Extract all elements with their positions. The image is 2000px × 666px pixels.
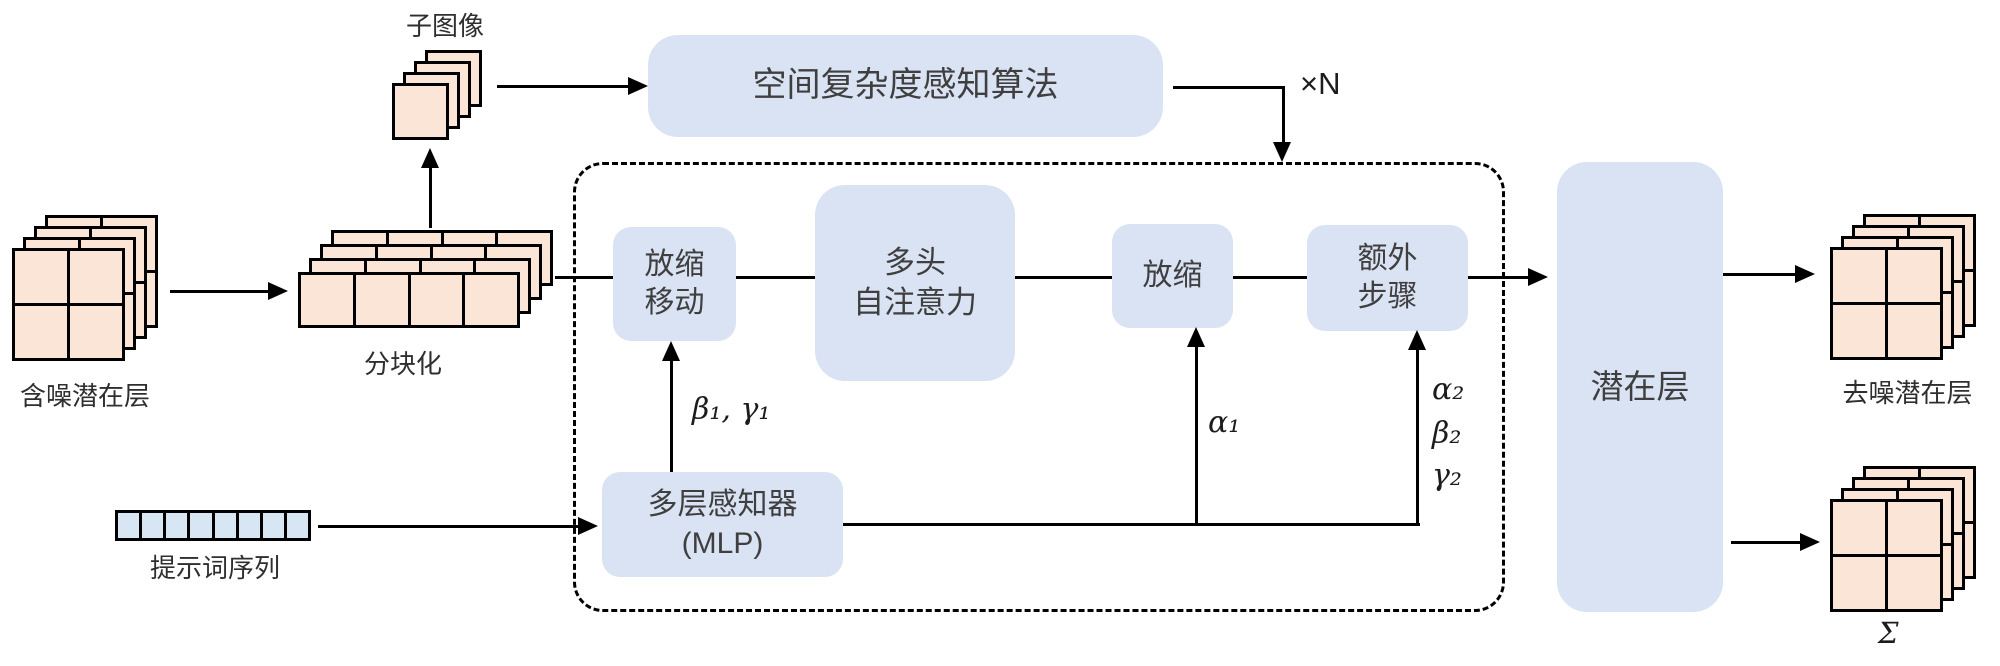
arrowhead-right-icon bbox=[1795, 265, 1815, 283]
arrow-algorithm-to-block-h bbox=[1173, 86, 1285, 89]
alpha1-label: α₁ bbox=[1208, 405, 1241, 440]
gamma2-label: γ₂ bbox=[1432, 458, 1462, 493]
arrow-prompt-to-mlp bbox=[318, 525, 578, 528]
line-patchify-to-scaleshift bbox=[555, 276, 613, 279]
arrowhead-right-icon bbox=[1800, 533, 1820, 551]
arrow-noisy-to-patchify bbox=[170, 290, 268, 293]
arrow-extra-to-latent bbox=[1468, 276, 1530, 279]
arrowhead-right-icon bbox=[578, 517, 598, 535]
line-mhsa-to-scale bbox=[1015, 276, 1112, 279]
arrow-mlp-to-extra bbox=[1416, 348, 1419, 525]
prompt-sequence-label: 提示词序列 bbox=[149, 553, 280, 583]
line-scaleshift-to-mhsa bbox=[736, 276, 815, 279]
box-latent-layer: 潜在层 bbox=[1557, 162, 1723, 612]
arrow-subimage-to-algorithm bbox=[497, 85, 628, 88]
box-multi-head-self-attention: 多头 自注意力 bbox=[815, 185, 1015, 381]
transformer-block-dashed-border bbox=[573, 162, 1505, 612]
box-scale-shift: 放缩 移动 bbox=[613, 227, 736, 341]
prompt-token-sequence bbox=[115, 510, 311, 541]
arrow-mlp-to-scaleshift bbox=[670, 359, 673, 472]
arrowhead-right-icon bbox=[628, 77, 648, 95]
arrowhead-up-icon bbox=[1408, 330, 1426, 350]
box-mlp: 多层感知器 (MLP) bbox=[602, 472, 843, 577]
arrowhead-right-icon bbox=[268, 282, 288, 300]
line-mlp-output bbox=[843, 523, 1420, 526]
denoised-latent-layer bbox=[1830, 247, 1943, 360]
line-scale-to-extra bbox=[1233, 276, 1307, 279]
beta1-gamma1-label: β₁, γ₁ bbox=[692, 392, 771, 427]
sub-image-label: 子图像 bbox=[405, 11, 484, 41]
arrow-mlp-to-scale bbox=[1195, 345, 1198, 525]
alpha2-label: α₂ bbox=[1432, 372, 1465, 407]
box-spatial-complexity-algorithm: 空间复杂度感知算法 bbox=[648, 35, 1163, 137]
box-extra-steps: 额外 步骤 bbox=[1307, 225, 1468, 331]
loop-count-label: ×N bbox=[1300, 66, 1341, 101]
arrow-algorithm-to-block-v bbox=[1282, 86, 1285, 142]
denoised-latent-label: 去噪潜在层 bbox=[1842, 378, 1973, 408]
arrow-patchify-to-subimage bbox=[429, 166, 432, 228]
arrowhead-right-icon bbox=[1528, 268, 1548, 286]
arrow-latent-to-sigma bbox=[1731, 541, 1800, 544]
noisy-latent-layer bbox=[12, 248, 125, 361]
box-scale: 放缩 bbox=[1112, 224, 1233, 328]
arrowhead-down-icon bbox=[1273, 142, 1291, 162]
arrowhead-up-icon bbox=[421, 148, 439, 168]
arrow-latent-to-denoised bbox=[1723, 273, 1795, 276]
patch-row bbox=[298, 272, 520, 328]
sigma-label: Σ bbox=[1878, 616, 1899, 650]
sigma-layer bbox=[1830, 499, 1943, 612]
arrowhead-up-icon bbox=[1187, 327, 1205, 347]
beta2-label: β₂ bbox=[1432, 416, 1462, 451]
arrowhead-up-icon bbox=[662, 341, 680, 361]
sub-image-layer bbox=[392, 83, 449, 140]
noisy-latent-label: 含噪潜在层 bbox=[19, 381, 150, 411]
patchify-label: 分块化 bbox=[363, 349, 442, 379]
